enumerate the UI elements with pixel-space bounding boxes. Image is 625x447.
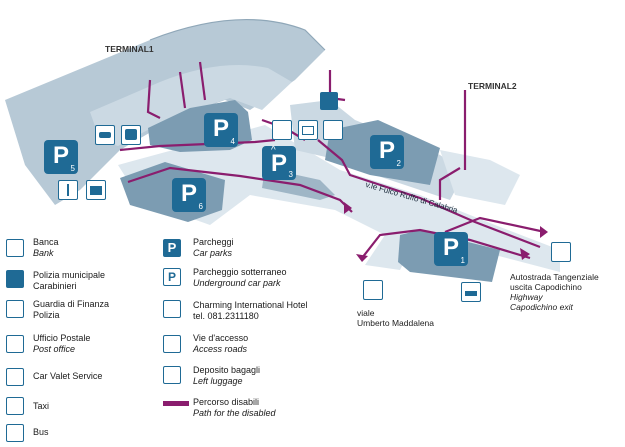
mail-icon	[298, 120, 318, 140]
access-road-icon	[363, 280, 383, 300]
finance-guard-icon	[6, 300, 24, 318]
finance-guard-icon	[272, 120, 292, 140]
bus-icon	[121, 125, 141, 145]
luggage-icon	[86, 180, 106, 200]
hotel-icon	[461, 282, 481, 302]
underground-hat-icon: ^	[271, 145, 276, 156]
legend-item-taxi: Taxi	[33, 401, 50, 411]
legend-item-car-parks: Parcheggi Car parks	[193, 237, 234, 258]
parking-marker-3: ^ P 3	[262, 145, 296, 180]
taxi-icon	[6, 397, 24, 415]
access-road-highway-icon	[551, 242, 571, 262]
police-icon	[6, 270, 24, 288]
legend-item-hotel: Charming International Hotel tel. 081.23…	[193, 300, 308, 321]
hotel-icon	[163, 300, 181, 318]
legend-item-disabled-path: Percorso disabili Path for the disabled	[193, 397, 276, 418]
underground-parking-icon: P	[163, 268, 181, 286]
legend-item-bank: Banca Bank	[33, 237, 59, 258]
terminal1-roofline	[149, 19, 326, 51]
legend-item-post-office: Ufficio Postale Post office	[33, 333, 91, 354]
terminal1-label: TERMINAL1	[105, 44, 154, 54]
legend-item-finance-guard: Guardia di Finanza Polizia	[33, 299, 110, 320]
valet-icon	[58, 180, 78, 200]
legend-item-police: Polizia municipale Carabinieri	[33, 270, 106, 291]
direction-arrows	[344, 202, 548, 262]
access-road-icon	[163, 335, 181, 353]
parking-marker-5: P 5	[44, 140, 78, 174]
parking-icon: P	[163, 239, 181, 257]
parking-marker-1: P 1	[434, 232, 468, 266]
highway-exit-label: Autostrada Tangenziale uscita Capodichin…	[510, 272, 599, 312]
disabled-path	[119, 61, 546, 260]
legend-item-valet: Car Valet Service	[33, 371, 103, 381]
bank-icon	[6, 239, 24, 257]
terminal2-label: TERMINAL2	[468, 81, 517, 91]
police-icon	[320, 92, 338, 110]
maddalena-exit-label: viale Umberto Maddalena	[357, 308, 435, 328]
bank-icon	[323, 120, 343, 140]
mail-icon	[6, 335, 24, 353]
taxi-icon	[95, 125, 115, 145]
disabled-path-line	[163, 401, 189, 406]
parking-marker-2: P 2	[370, 135, 404, 169]
legend-item-access-roads: Vie d'accesso Access roads	[193, 333, 249, 354]
legend-item-luggage: Deposito bagagli Left luggage	[193, 365, 261, 386]
legend-item-bus: Bus	[33, 427, 49, 437]
valet-icon	[6, 368, 24, 386]
legend-item-underground: Parcheggio sotterraneo Underground car p…	[193, 267, 287, 288]
parking-marker-6: P 6	[172, 178, 206, 212]
parking-marker-4: P 4	[204, 113, 238, 147]
terminal2-block	[440, 150, 520, 205]
luggage-icon	[163, 366, 181, 384]
bus-icon	[6, 424, 24, 442]
